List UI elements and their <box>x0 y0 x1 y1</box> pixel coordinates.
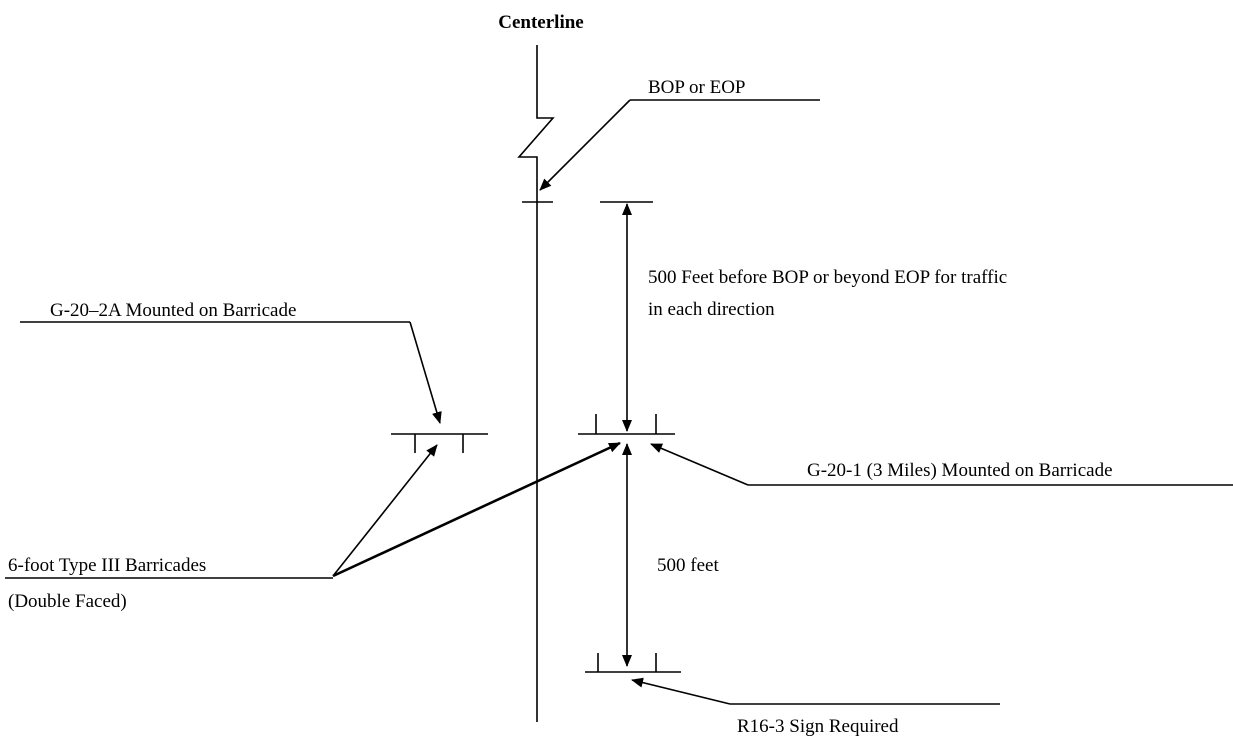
centerline <box>517 45 555 722</box>
barricades-arrow-right <box>332 441 621 578</box>
distance-note-line1: 500 Feet before BOP or beyond EOP for tr… <box>648 267 1007 288</box>
left-barricade <box>391 433 488 453</box>
barricades-label-line1: 6-foot Type III Barricades <box>8 555 206 576</box>
g20-1-arrow <box>650 443 749 486</box>
distance-note-line2: in each direction <box>648 299 775 320</box>
r16-3-label: R16-3 Sign Required <box>737 716 899 737</box>
right-barricade <box>578 414 675 435</box>
g20-2a-arrow <box>409 321 442 424</box>
g20-2a-label: G-20–2A Mounted on Barricade <box>50 300 296 321</box>
r16-3-arrow <box>631 677 731 705</box>
centerline-label: Centerline <box>498 12 583 33</box>
distance-500-feet-label: 500 feet <box>657 555 719 576</box>
barricades-arrow-left <box>332 444 438 577</box>
barricades-label-line2: (Double Faced) <box>8 591 127 612</box>
bop-eop-label: BOP or EOP <box>648 77 745 98</box>
bottom-barricade <box>585 653 681 673</box>
g20-1-label: G-20-1 (3 Miles) Mounted on Barricade <box>807 460 1113 481</box>
bop-eop-arrow <box>539 99 631 191</box>
